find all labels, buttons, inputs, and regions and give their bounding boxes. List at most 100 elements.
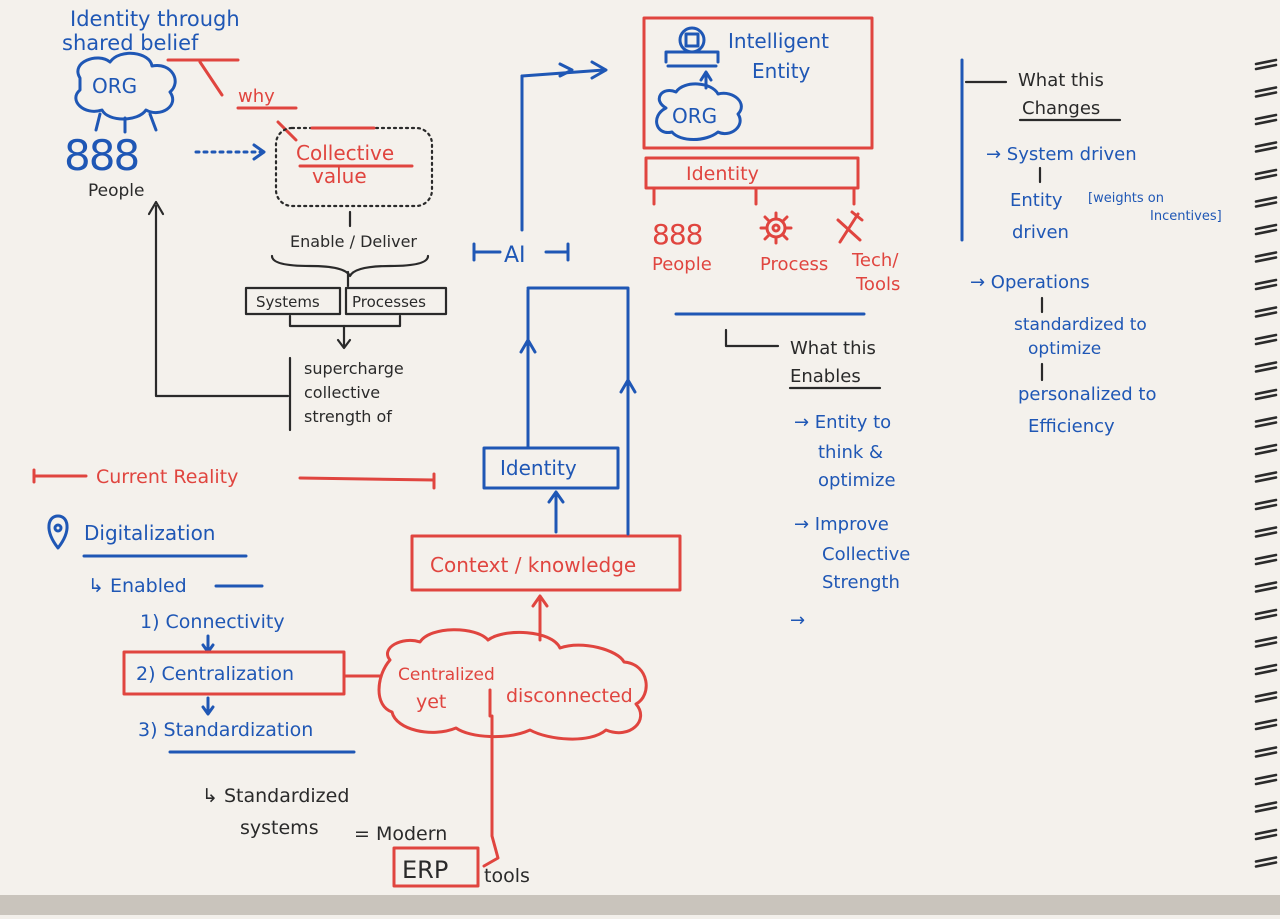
supercharge-line3: strength of bbox=[304, 407, 392, 426]
process-gear-hub bbox=[771, 223, 781, 233]
spiral-ring bbox=[1254, 223, 1278, 236]
processes-box bbox=[344, 286, 448, 316]
enables-item1-line1: → Entity to bbox=[794, 412, 891, 433]
intelligent-line1: Intelligent bbox=[728, 29, 829, 53]
entity-people-label: People bbox=[652, 254, 712, 275]
spiral-ring bbox=[1254, 856, 1278, 868]
spiral-ring bbox=[1254, 471, 1278, 483]
tools-wrench-icon bbox=[836, 210, 864, 244]
step2-arrow-head bbox=[201, 705, 215, 716]
enables-item3-arrow: → bbox=[790, 610, 805, 631]
robot-base bbox=[664, 50, 720, 68]
why-to-value-line bbox=[276, 120, 298, 142]
enabled-label: ↳ Enabled bbox=[88, 575, 187, 597]
spiral-ring bbox=[1254, 113, 1278, 126]
spiral-ring bbox=[1254, 691, 1278, 703]
context-to-identity-head bbox=[547, 490, 565, 504]
enables-title-line2: Enables bbox=[790, 366, 861, 387]
identity-title-line2: shared belief bbox=[62, 31, 199, 55]
org-line-3 bbox=[148, 112, 158, 132]
enables-item2-line2: Collective bbox=[822, 544, 910, 565]
entity-process-label: Process bbox=[760, 254, 828, 275]
spiral-ring bbox=[1254, 718, 1278, 731]
spiral-ring bbox=[1254, 553, 1278, 566]
spiral-ring bbox=[1254, 608, 1278, 621]
context-knowledge-box bbox=[410, 534, 682, 592]
spiral-binding bbox=[1254, 58, 1278, 868]
intelligent-line2: Entity bbox=[752, 59, 811, 83]
changes-c1-line1: → System driven bbox=[986, 144, 1137, 165]
enables-item2-line1: → Improve bbox=[794, 514, 889, 535]
systems-box bbox=[244, 286, 342, 316]
spiral-ring bbox=[1254, 416, 1278, 428]
changes-c1-line2: Entity bbox=[1010, 190, 1063, 211]
enable-brace bbox=[270, 254, 430, 278]
entity-tech-line1: Tech/ bbox=[851, 250, 899, 271]
ai-mid-arrow bbox=[558, 62, 574, 78]
identity-up-arrow-head bbox=[519, 338, 537, 354]
entity-tech-line2: Tools bbox=[855, 274, 900, 295]
context-loop-arrow-head bbox=[619, 378, 637, 394]
cloud-line3: disconnected bbox=[506, 685, 633, 707]
supercharge-line2: collective bbox=[304, 383, 380, 402]
spiral-ring bbox=[1254, 636, 1278, 648]
process-gear-teeth bbox=[759, 211, 793, 245]
current-reality-label: Current Reality bbox=[96, 466, 238, 488]
spiral-ring bbox=[1254, 251, 1278, 263]
cloud-to-erp-line bbox=[482, 714, 500, 868]
cloud-line1: Centralized bbox=[398, 665, 495, 685]
spiral-ring bbox=[1254, 388, 1278, 401]
spiral-ring bbox=[1254, 498, 1278, 511]
enables-title-line1: What this bbox=[790, 338, 876, 359]
erp-box bbox=[392, 846, 480, 888]
changes-c2-line4: personalized to bbox=[1018, 384, 1156, 405]
org-line-1 bbox=[94, 112, 102, 132]
entity-identity-box bbox=[644, 156, 860, 190]
robot-face bbox=[684, 32, 700, 48]
context-loop-line bbox=[526, 286, 630, 536]
paper-shadow bbox=[0, 895, 1280, 915]
changes-c1-note2: Incentives] bbox=[1150, 209, 1222, 224]
supercharge-line1: supercharge bbox=[304, 359, 404, 378]
changes-title-line2: Changes bbox=[1022, 98, 1100, 119]
org-cloud bbox=[74, 51, 177, 121]
standardized-line2: systems bbox=[240, 817, 319, 839]
spiral-ring bbox=[1254, 828, 1278, 841]
enables-item1-line3: optimize bbox=[818, 470, 896, 491]
bracket-arrow-head bbox=[336, 338, 352, 350]
disconnected-cloud bbox=[377, 628, 648, 741]
equals-modern: = Modern bbox=[354, 823, 447, 845]
enables-item2-line3: Strength bbox=[822, 572, 900, 593]
pin-icon bbox=[47, 514, 69, 550]
spiral-ring bbox=[1254, 58, 1278, 71]
feedback-arrow-head bbox=[147, 200, 165, 216]
spiral-ring bbox=[1254, 141, 1278, 153]
changes-c2-line5: Efficiency bbox=[1028, 416, 1115, 437]
changes-c1-note1: [weights on bbox=[1088, 191, 1164, 206]
org-to-robot-head bbox=[699, 70, 713, 82]
erp-label: ERP bbox=[402, 856, 448, 884]
changes-title-line1: What this bbox=[1018, 70, 1104, 91]
spiral-ring bbox=[1254, 801, 1278, 813]
step-standardization: 3) Standardization bbox=[138, 719, 313, 741]
spiral-ring bbox=[1254, 663, 1278, 676]
spiral-ring bbox=[1254, 581, 1278, 593]
people-glyph-icon: 888 bbox=[64, 131, 138, 180]
feedback-arrow bbox=[154, 204, 290, 398]
changes-c2-line1: → Operations bbox=[970, 272, 1090, 293]
entity-org-label: ORG bbox=[672, 104, 717, 128]
enable-deliver-label: Enable / Deliver bbox=[290, 232, 417, 251]
tools-label: tools bbox=[484, 865, 530, 887]
collective-value-line2: value bbox=[312, 164, 367, 188]
spiral-ring bbox=[1254, 306, 1278, 318]
why-label: why bbox=[238, 86, 275, 107]
reality-line-right bbox=[298, 476, 436, 482]
pin-dot bbox=[53, 523, 63, 533]
cloud-line2: yet bbox=[416, 691, 446, 713]
dotted-arrow-head bbox=[252, 143, 266, 161]
spiral-ring bbox=[1254, 746, 1278, 758]
enables-item1-line2: think & bbox=[818, 442, 883, 463]
